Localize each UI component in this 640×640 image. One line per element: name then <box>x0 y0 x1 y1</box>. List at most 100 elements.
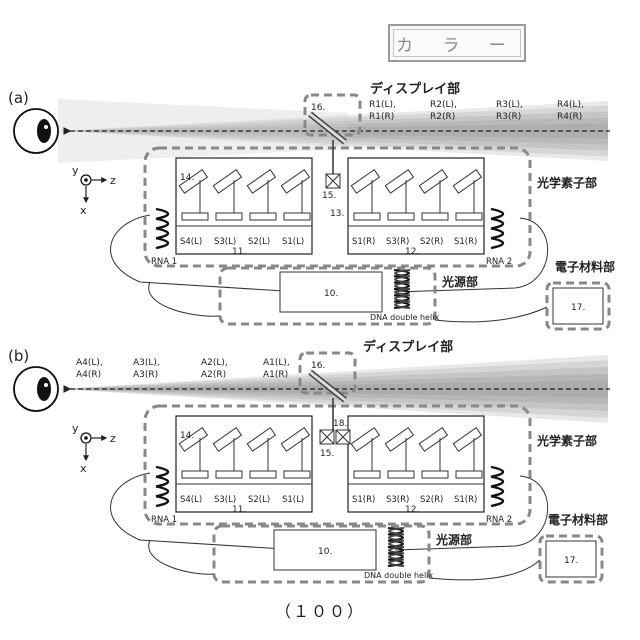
axis-z-label: z <box>110 174 116 187</box>
ref-10: 10. <box>318 547 332 557</box>
slot-label-3: S2(L) <box>248 237 270 247</box>
axis-x-label: x <box>80 462 87 475</box>
electronic-material-title: 電子材料部 <box>548 512 608 527</box>
ray-label-2-bottom: A3(R) <box>133 370 158 380</box>
ray-label-1-bottom: R1(R) <box>369 112 394 122</box>
rna-right-label: RNA 2 <box>486 515 512 525</box>
panel-a: (a) ディスプレイ部 16. R1(L), R1(R) R2(L), R2(R) R3(L)… <box>8 81 615 329</box>
ray-label-3-bottom: R3(R) <box>496 112 521 122</box>
slot-label-4: S1(R) <box>454 237 477 247</box>
panel-label: (a) <box>8 89 29 107</box>
ray-label-4-bottom: R4(R) <box>557 112 582 122</box>
module-right: S1(R)S3(R)S2(R)S1(R) <box>348 416 484 512</box>
slot-label-4: S1(R) <box>454 495 477 505</box>
rna-left-coil-icon <box>156 209 168 248</box>
link-line-right <box>429 560 540 580</box>
slot-label-2: S3(R) <box>386 495 409 505</box>
rna-right-coil-icon <box>491 209 503 248</box>
slot-cell <box>456 471 482 478</box>
eye-highlight <box>44 383 48 387</box>
ray-label-4-top: R4(L), <box>557 100 584 110</box>
ref-11: 11. <box>232 247 246 257</box>
ref-10: 10. <box>324 289 338 299</box>
ref-16: 16. <box>311 361 325 371</box>
slot-label-1: S4(L) <box>180 495 202 505</box>
figure-number: （１００） <box>0 598 640 622</box>
slot-cell <box>216 213 242 220</box>
ref-15: 15. <box>322 191 336 201</box>
rna-left-label: RNA 1 <box>151 257 177 267</box>
ref-14: 14. <box>180 431 194 441</box>
slot-cell <box>250 213 276 220</box>
module-right: S1(R) S3(R) S2(R) S1(R) <box>348 158 484 254</box>
ref-12: 12. <box>405 247 419 257</box>
ray-label-4-top: A1(L), <box>263 358 290 368</box>
link-line-left <box>149 540 214 574</box>
slot-cell <box>354 471 380 478</box>
eye-icon <box>14 109 58 153</box>
slot-cell <box>182 213 208 220</box>
ray-label-3-bottom: A2(R) <box>201 370 226 380</box>
ref-16: 16. <box>311 103 325 113</box>
ray-label-1-top: A4(L), <box>76 358 103 368</box>
module-left: S4(L)S3(L)S2(L)S1(L) <box>176 416 312 512</box>
light-source-title: 光源部 <box>435 532 472 547</box>
slot-label-2: S3(L) <box>214 237 236 247</box>
slot-cell <box>422 213 448 220</box>
axis-y-label: y <box>72 164 79 177</box>
slot-cell <box>250 471 276 478</box>
slot-label-2: S3(L) <box>214 495 236 505</box>
slot-label-1: S4(L) <box>180 237 202 247</box>
ray-label-1-top: R1(L), <box>369 100 396 110</box>
dna-label: DNA double helix <box>364 571 433 580</box>
slot-label-4: S1(L) <box>282 237 304 247</box>
panel-b: (b)ディスプレイ部16.A4(L),A4(R)A3(L),A3(R)A2(L)… <box>8 339 610 582</box>
ray-label-3-top: R3(L), <box>496 100 523 110</box>
ray-label-2-bottom: R2(R) <box>430 112 455 122</box>
rna-left-label: RNA 1 <box>151 515 177 525</box>
slot-label-2: S3(R) <box>386 237 409 247</box>
light-source-title: 光源部 <box>441 274 478 289</box>
ray-label-1-bottom: A4(R) <box>76 370 101 380</box>
slot-cell <box>456 213 482 220</box>
slot-label-1: S1(R) <box>352 495 375 505</box>
axis-z-label: z <box>110 432 116 445</box>
axis-origin-dot <box>84 178 88 182</box>
ray-label-2-top: R2(L), <box>430 100 457 110</box>
optical-element-title: 光学素子部 <box>536 175 597 190</box>
eye-highlight <box>44 125 48 129</box>
slot-cell <box>284 471 310 478</box>
ray-label-3-top: A2(L), <box>201 358 228 368</box>
rna-right-coil-icon <box>491 467 503 506</box>
eye-pupil <box>37 377 51 401</box>
ref-17: 17. <box>564 556 578 566</box>
optical-element-title: 光学素子部 <box>536 433 597 448</box>
display-section-title: ディスプレイ部 <box>370 81 460 97</box>
ref-11: 11. <box>232 505 246 515</box>
slot-label-3: S2(R) <box>420 237 443 247</box>
slot-label-4: S1(L) <box>282 495 304 505</box>
ref-13: 13. <box>330 209 344 219</box>
link-line-left <box>149 282 220 316</box>
axis-y-label: y <box>72 422 79 435</box>
slot-cell <box>388 471 414 478</box>
ref-14: 14. <box>180 173 194 183</box>
slot-cell <box>182 471 208 478</box>
eye-pupil <box>37 119 51 143</box>
slot-cell <box>388 213 414 220</box>
slot-label-1: S1(R) <box>352 237 375 247</box>
axis-x-label: x <box>80 204 87 217</box>
slot-cell <box>284 213 310 220</box>
ref-17: 17. <box>571 303 585 313</box>
ray-label-4-bottom: A1(R) <box>263 370 288 380</box>
rna-right-label: RNA 2 <box>486 257 512 267</box>
ray-label-2-top: A3(L), <box>133 358 160 368</box>
electronic-material-title: 電子材料部 <box>555 259 615 274</box>
ref-18: 18. <box>333 419 347 429</box>
dna-label: DNA double helix <box>370 313 439 322</box>
slot-cell <box>354 213 380 220</box>
rna-left-coil-icon <box>156 467 168 506</box>
eye-icon <box>14 367 58 411</box>
module-left: S4(L) S3(L) S2(L) S1(L) <box>176 158 312 254</box>
